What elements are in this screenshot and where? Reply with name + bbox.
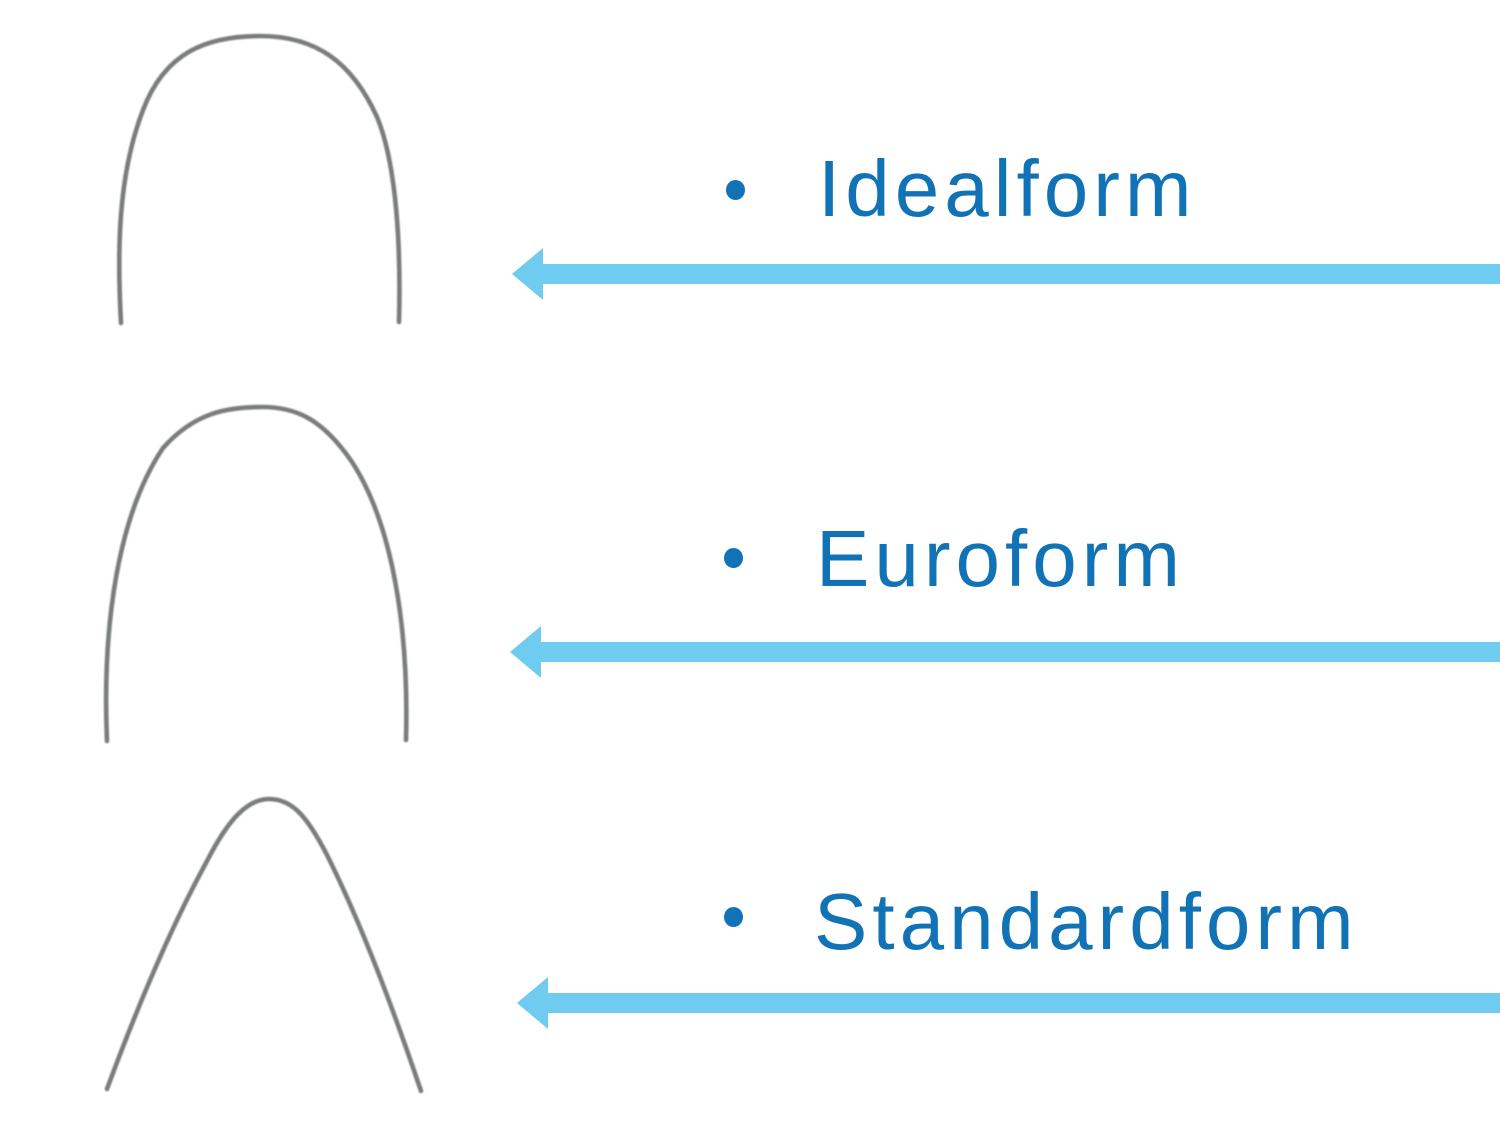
left-arrow-head-icon — [517, 977, 548, 1029]
list-item-label-standardform: Standardform — [814, 877, 1359, 966]
euroform-archwire-drawing — [103, 404, 409, 744]
left-arrow-shaft — [538, 642, 1500, 662]
idealform-archwire-drawing — [116, 33, 402, 326]
standardform-archwire-drawing — [104, 796, 424, 1094]
left-arrow-head-icon — [510, 626, 541, 678]
bullet-marker — [724, 907, 743, 927]
bullet-marker — [724, 548, 743, 568]
left-arrow-head-icon — [512, 248, 543, 300]
left-arrow-shaft — [545, 993, 1500, 1013]
bullet-marker — [726, 180, 745, 200]
left-arrow-shaft — [540, 264, 1500, 284]
list-item-label-idealform: Idealform — [818, 144, 1197, 233]
list-item-label-euroform: Euroform — [816, 514, 1185, 603]
